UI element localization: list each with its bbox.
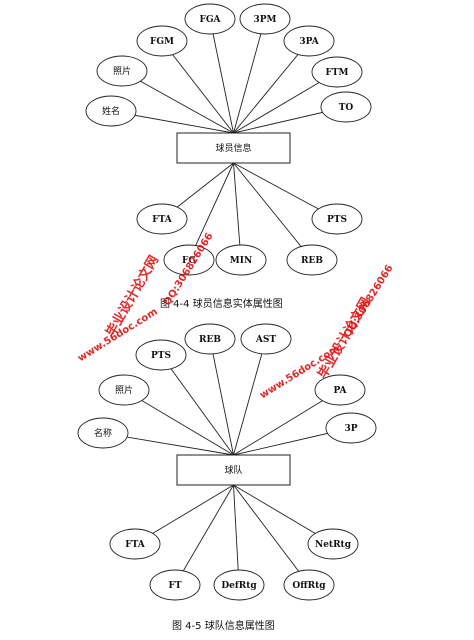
attribute-ellipse xyxy=(149,569,201,601)
entity-box xyxy=(176,132,291,164)
figure-caption-4-4: 图 4-4 球员信息实体属性图 xyxy=(160,299,283,310)
attribute-ellipse xyxy=(239,3,291,35)
attribute-ellipse xyxy=(283,569,335,601)
attribute-ellipse xyxy=(136,203,188,235)
attribute-label: PTS xyxy=(327,215,347,225)
attribute-ellipse xyxy=(320,91,372,123)
attribute-ellipse xyxy=(96,55,148,87)
figure-caption-4-5: 图 4-5 球队信息属性图 xyxy=(172,621,275,632)
attribute-label: 姓名 xyxy=(102,105,120,117)
attribute-ellipse xyxy=(109,528,161,560)
connector-line xyxy=(123,389,234,456)
connector-line xyxy=(233,162,313,261)
attribute-label: FGM xyxy=(150,37,174,47)
attribute-ellipse xyxy=(135,339,187,371)
attribute-label: PA xyxy=(333,386,347,396)
attribute-label: FTM xyxy=(325,68,348,78)
connector-line xyxy=(233,40,310,134)
entity-label: 球员信息 xyxy=(215,142,251,154)
connector-line xyxy=(174,484,234,586)
connector-line xyxy=(233,162,242,261)
connector-line xyxy=(233,484,240,586)
attribute-label: MIN xyxy=(230,256,252,266)
attribute-label: FGA xyxy=(199,15,221,25)
attribute-label: OffRtg xyxy=(292,581,326,591)
attribute-ellipse xyxy=(98,374,150,406)
attribute-ellipse xyxy=(325,412,377,444)
attribute-label: FTA xyxy=(152,215,173,225)
connector-line xyxy=(209,18,234,134)
entity-label: 球队 xyxy=(224,464,242,476)
player-entity-diagram: 球员信息 FGA 3PM FGM 3PA 照片 FTM 姓名 TO FTA PTS FG MIN REB xyxy=(85,3,372,276)
attribute-ellipse xyxy=(136,25,188,57)
attribute-ellipse xyxy=(314,374,366,406)
connector-line xyxy=(209,338,234,456)
attribute-label: FG xyxy=(182,256,196,266)
attribute-label: AST xyxy=(255,335,276,345)
attribute-label: 3PM xyxy=(254,15,277,25)
attribute-label: 名称 xyxy=(94,427,112,439)
attribute-ellipse xyxy=(77,417,129,449)
connector-line xyxy=(160,354,234,456)
connector-line xyxy=(161,40,234,134)
attribute-ellipse xyxy=(163,244,215,276)
attribute-ellipse xyxy=(240,323,292,355)
attribute-label: REB xyxy=(301,256,323,266)
attribute-ellipse xyxy=(307,528,359,560)
attribute-label: 照片 xyxy=(113,65,131,77)
attribute-ellipse xyxy=(311,56,363,88)
attribute-ellipse xyxy=(213,569,265,601)
attribute-label: FT xyxy=(168,581,181,591)
attribute-label: TO xyxy=(339,103,354,113)
attribute-ellipse xyxy=(311,203,363,235)
attribute-label: 照片 xyxy=(115,384,133,396)
connector-line xyxy=(233,484,310,586)
attribute-label: PTS xyxy=(151,351,171,361)
entity-box xyxy=(176,454,291,486)
attribute-ellipse xyxy=(184,3,236,35)
attribute-label: 3PA xyxy=(299,37,319,47)
attribute-ellipse xyxy=(184,323,236,355)
attribute-label: DefRtg xyxy=(221,581,257,591)
attribute-label: FTA xyxy=(125,540,146,550)
attribute-label: NetRtg xyxy=(315,540,352,550)
attribute-ellipse xyxy=(283,25,335,57)
connector-line xyxy=(233,338,267,456)
connector-line xyxy=(188,162,234,261)
attribute-label: 3P xyxy=(344,424,357,434)
attribute-ellipse xyxy=(286,244,338,276)
attribute-label: REB xyxy=(199,335,221,345)
attribute-ellipse xyxy=(215,244,267,276)
attribute-ellipse xyxy=(85,95,137,127)
connector-line xyxy=(233,18,266,134)
